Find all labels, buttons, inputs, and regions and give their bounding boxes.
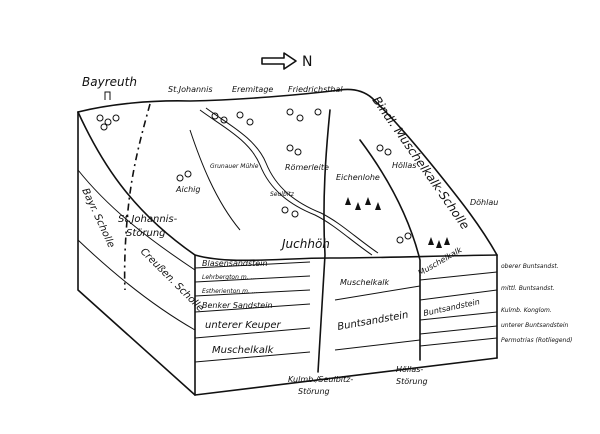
front-layer-1 [194, 261, 311, 269]
label-bindl-scholle: Bindl. Muschelkalk-Scholle [370, 94, 473, 232]
front-layer-6 [194, 351, 311, 363]
river-red-main-2 [205, 107, 379, 254]
label-juchhoeh: Juchhöh [280, 237, 330, 251]
front-face-top [77, 111, 498, 262]
label-st-johannis-stoerung-2: Störung [126, 228, 166, 239]
layer-muschelkalk: Muschelkalk [212, 345, 275, 356]
front-layer-4 [194, 303, 311, 313]
left-face-layer-2 [77, 239, 196, 331]
label-kulmb-stoerung-2: Störung [298, 387, 330, 396]
label-bayreuth: Bayreuth [82, 75, 137, 89]
mid-layer-1 [334, 285, 421, 301]
front-layer-3 [194, 289, 311, 297]
right-layer-5 [419, 337, 498, 347]
block-top-edge [77, 88, 498, 256]
legend-kulmb-konglom: Kulmb. Konglom. [501, 307, 552, 314]
kulmb-fault-line [317, 109, 331, 373]
north-label: N [302, 54, 312, 70]
label-kulmb-stoerung-1: Kulmb./Seulbitz- [288, 375, 353, 384]
label-st-johannis-stoerung-1: St.Johannis- [118, 214, 178, 225]
label-roemerleite: Römerleite [285, 163, 329, 172]
front-layer-2 [194, 275, 311, 283]
label-hoellas-stoerung-2: Störung [396, 377, 428, 386]
right-layer-3 [419, 311, 498, 321]
layer-lehrbergton: Lehrbergton m. ... [202, 274, 256, 281]
right-layer-4 [419, 325, 498, 335]
river-red-main [199, 109, 373, 256]
label-aichig: Aichig [175, 185, 200, 194]
layer-mid-muschelkalk: Muschelkalk [340, 278, 390, 287]
right-layer-1 [419, 271, 498, 281]
layer-blasensandstein: Blasensandstein [202, 259, 268, 268]
label-bayr-scholle: Bayr. Scholle [79, 187, 116, 250]
layer-mid-buntsandstein: Buntsandstein [337, 310, 410, 333]
mid-layer-2 [334, 339, 421, 351]
label-doehlau: Döhlau [470, 198, 498, 207]
label-hoellas-stoerung-1: Höllas- [396, 365, 423, 374]
right-layer-2 [419, 289, 498, 301]
north-arrow: N [261, 52, 312, 70]
label-seulbitz: Seulbitz [270, 191, 295, 198]
label-eichenlohe: Eichenlohe [336, 173, 380, 182]
bayreuth-tower-icon [104, 91, 111, 100]
legend-oberer-buntsandst: oberer Buntsandst. [501, 263, 559, 270]
label-eremitage: Eremitage [232, 85, 273, 94]
layer-estherienton: Estherienton m. ... [202, 288, 258, 295]
layer-benker-sandstein: Benker Sandstein [202, 301, 273, 310]
layer-unterer-keuper: unterer Keuper [205, 320, 281, 331]
legend-permotrias: Permotrias (Rotliegend) [501, 337, 573, 344]
north-arrow-icon [261, 52, 297, 70]
tree-symbols [345, 197, 450, 248]
st-johannis-fault-line [123, 103, 151, 291]
block-bottom [194, 357, 498, 396]
legend-mittl-buntsandst: mittl. Buntsandst. [501, 285, 555, 292]
left-face-layer-1 [77, 169, 196, 271]
label-st-johannis: St.Johannis [168, 85, 213, 94]
label-grunauer-muehle: Grunauer Mühle [210, 163, 259, 170]
front-layer-5 [194, 327, 311, 339]
valley-left [189, 129, 241, 231]
legend-unterer-buntsandstein: unterer Buntsandstein [501, 322, 569, 329]
label-hoellas: Höllas [392, 161, 416, 170]
block-left-edge [77, 111, 196, 396]
layer-right-muschelkalk: Muschelkalk [417, 245, 464, 278]
settlement-symbols [96, 108, 412, 244]
hoellas-fault-line [359, 139, 421, 361]
label-friedrichsthal: Friedrichsthal [288, 85, 343, 94]
